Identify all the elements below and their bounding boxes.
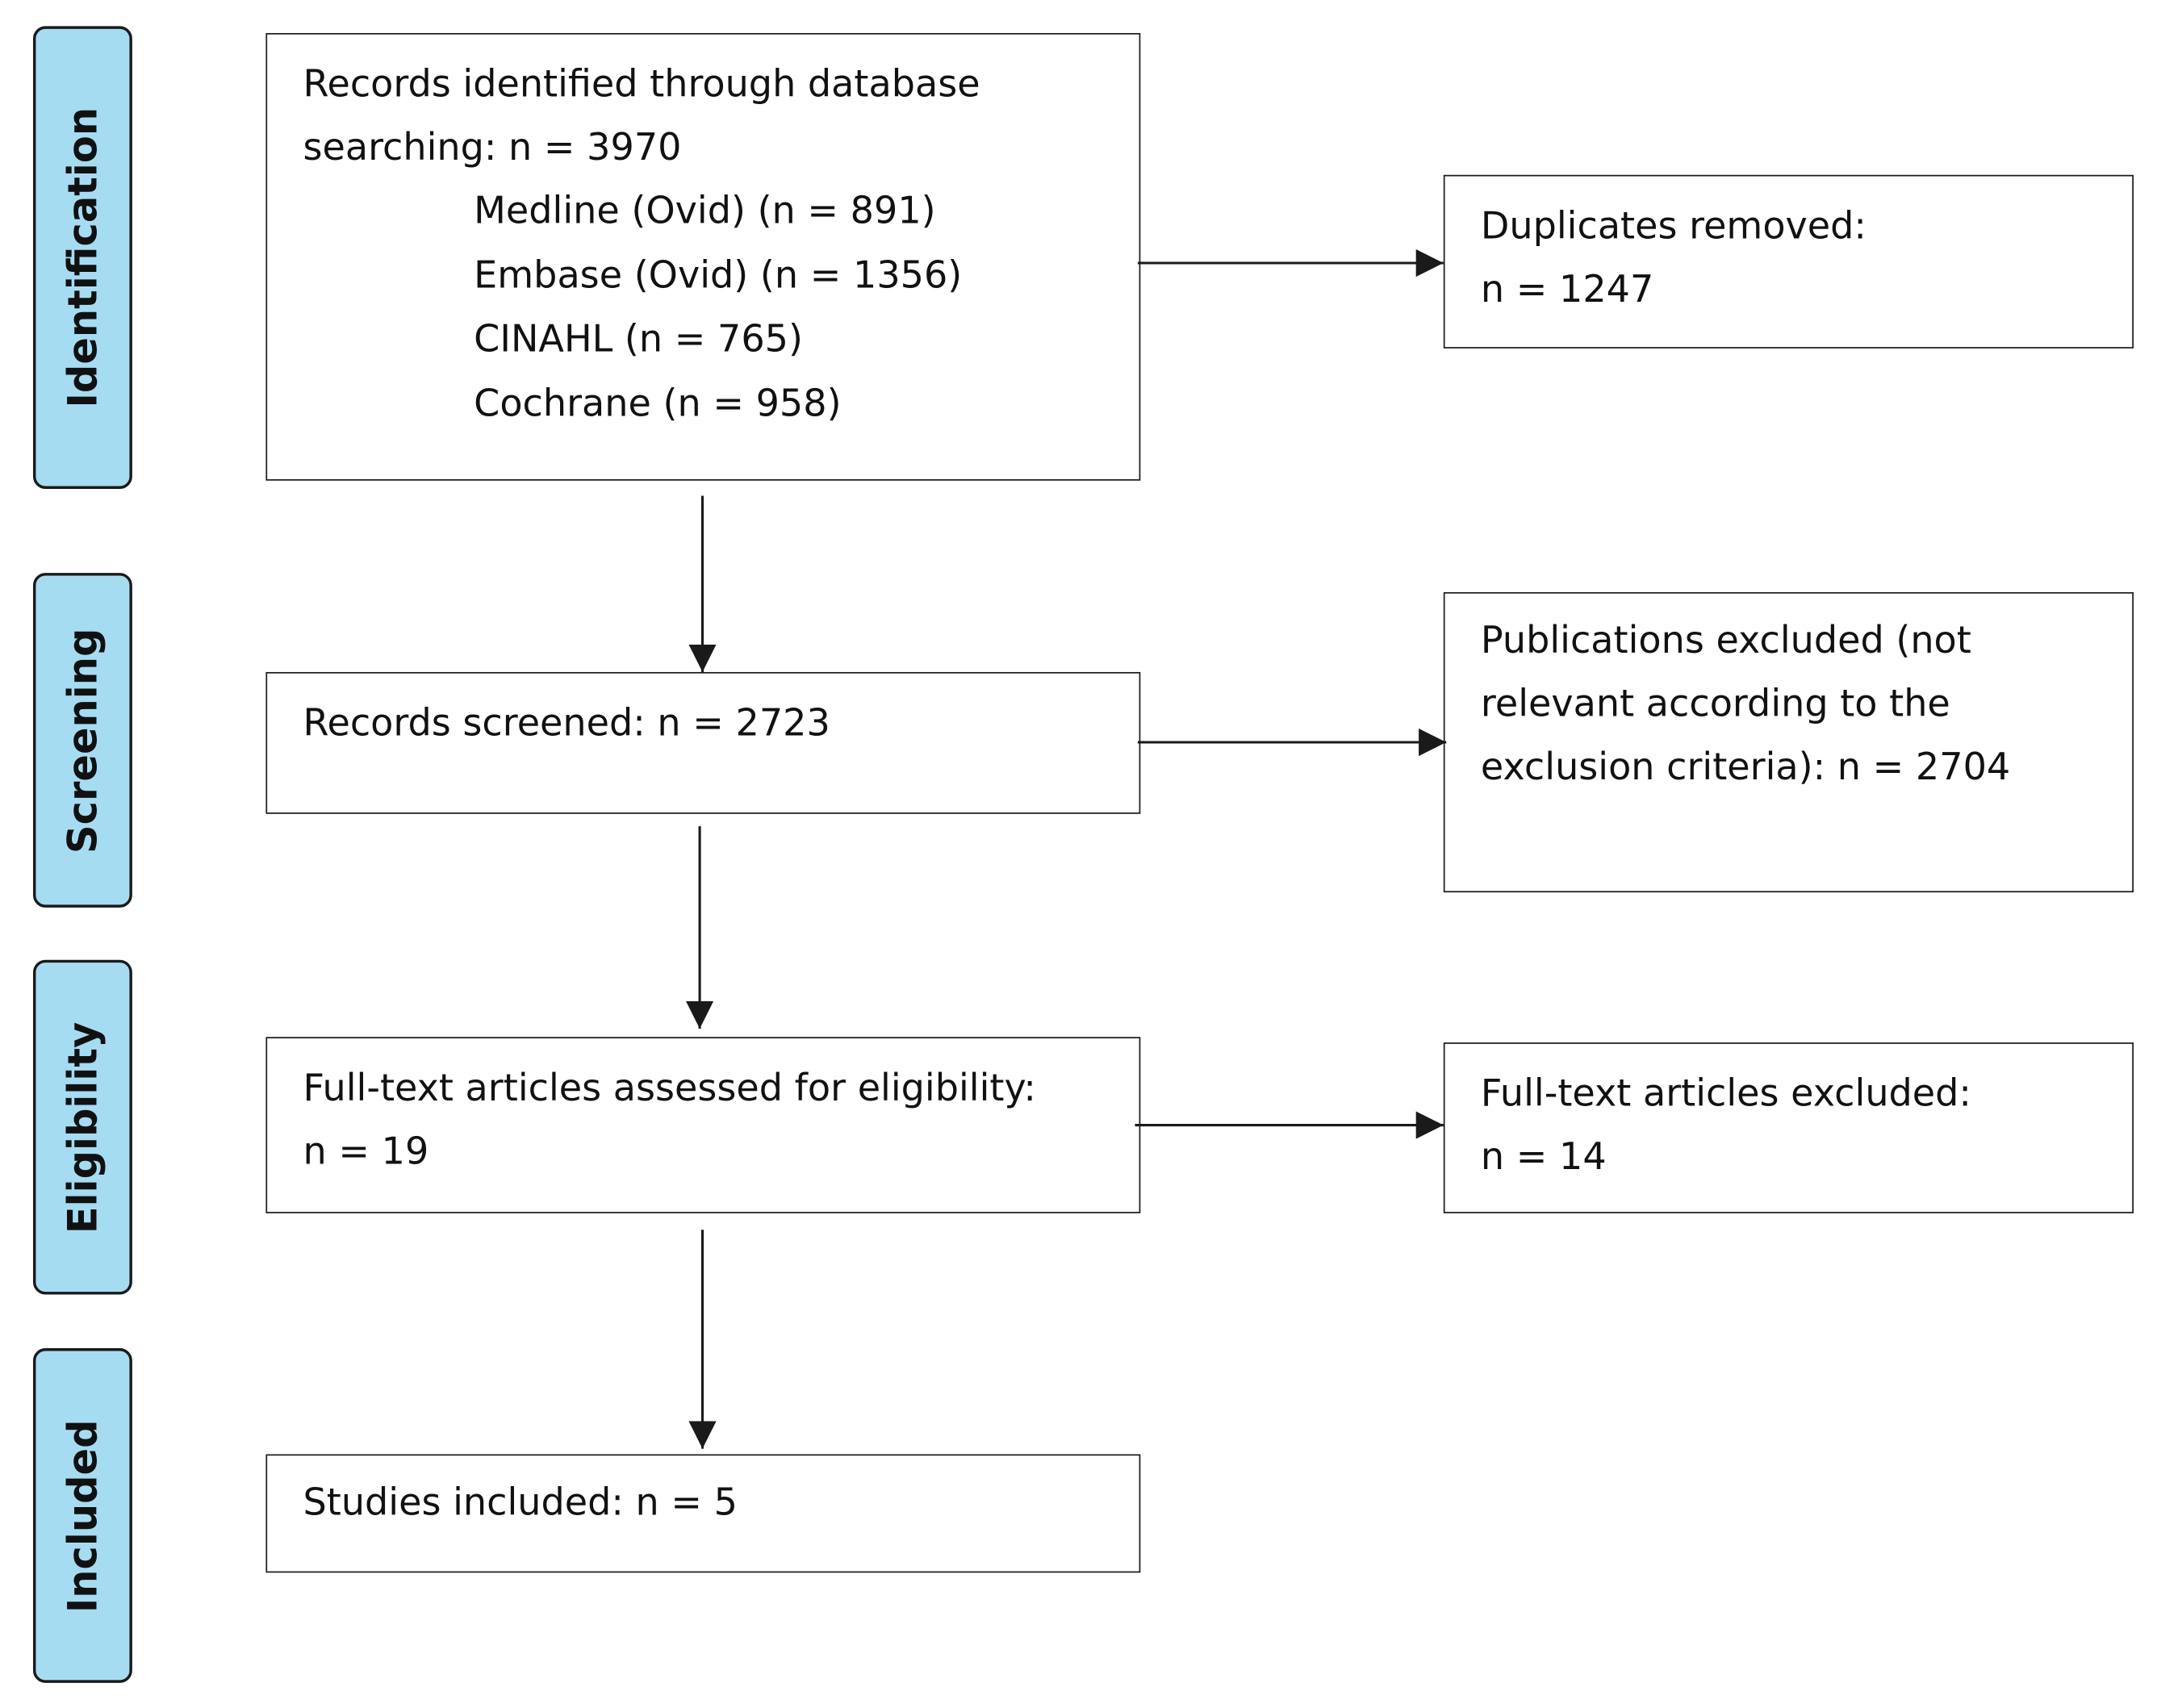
studies-included-box: Studies included: n = 5 xyxy=(265,1454,1141,1573)
source-medline: Medline (Ovid) (n = 891) xyxy=(474,190,936,233)
phase-identification: Identification xyxy=(32,26,132,489)
fulltext-excluded-line2: n = 14 xyxy=(1480,1136,1607,1180)
fulltext-excluded-line1: Full-text articles excluded: xyxy=(1480,1072,1971,1116)
duplicates-removed-line1: Duplicates removed: xyxy=(1480,205,1866,248)
records-screened-box: Records screened: n = 2723 xyxy=(265,671,1141,814)
records-identified-line2: searching: n = 3970 xyxy=(303,127,682,169)
duplicates-removed-box: Duplicates removed: n = 1247 xyxy=(1443,174,2134,349)
publications-excluded-box: Publications excluded (not relevant acco… xyxy=(1443,591,2134,893)
fulltext-excluded-box: Full-text articles excluded: n = 14 xyxy=(1443,1042,2134,1213)
publications-excluded-line1: Publications excluded (not xyxy=(1480,620,1971,663)
fulltext-assessed-line1: Full-text articles assessed for eligibil… xyxy=(303,1067,1036,1110)
publications-excluded-line3: exclusion criteria): n = 2704 xyxy=(1480,746,2011,790)
phase-screening: Screening xyxy=(32,573,132,908)
records-identified-box: Records identified through database sear… xyxy=(265,32,1141,481)
publications-excluded-line2: relevant according to the xyxy=(1480,683,1950,726)
phase-included: Included xyxy=(32,1348,132,1683)
records-screened-text: Records screened: n = 2723 xyxy=(303,702,830,745)
fulltext-assessed-line2: n = 19 xyxy=(303,1130,429,1174)
source-embase: Embase (Ovid) (n = 1356) xyxy=(474,253,963,297)
duplicates-removed-line2: n = 1247 xyxy=(1480,268,1654,311)
fulltext-assessed-box: Full-text articles assessed for eligibil… xyxy=(265,1037,1141,1213)
studies-included-text: Studies included: n = 5 xyxy=(303,1481,738,1525)
records-identified-line1: Records identified through database xyxy=(303,63,980,106)
phase-eligibility: Eligibility xyxy=(32,959,132,1295)
source-cochrane: Cochrane (n = 958) xyxy=(474,382,842,425)
source-cinahl: CINAHL (n = 765) xyxy=(474,318,803,361)
